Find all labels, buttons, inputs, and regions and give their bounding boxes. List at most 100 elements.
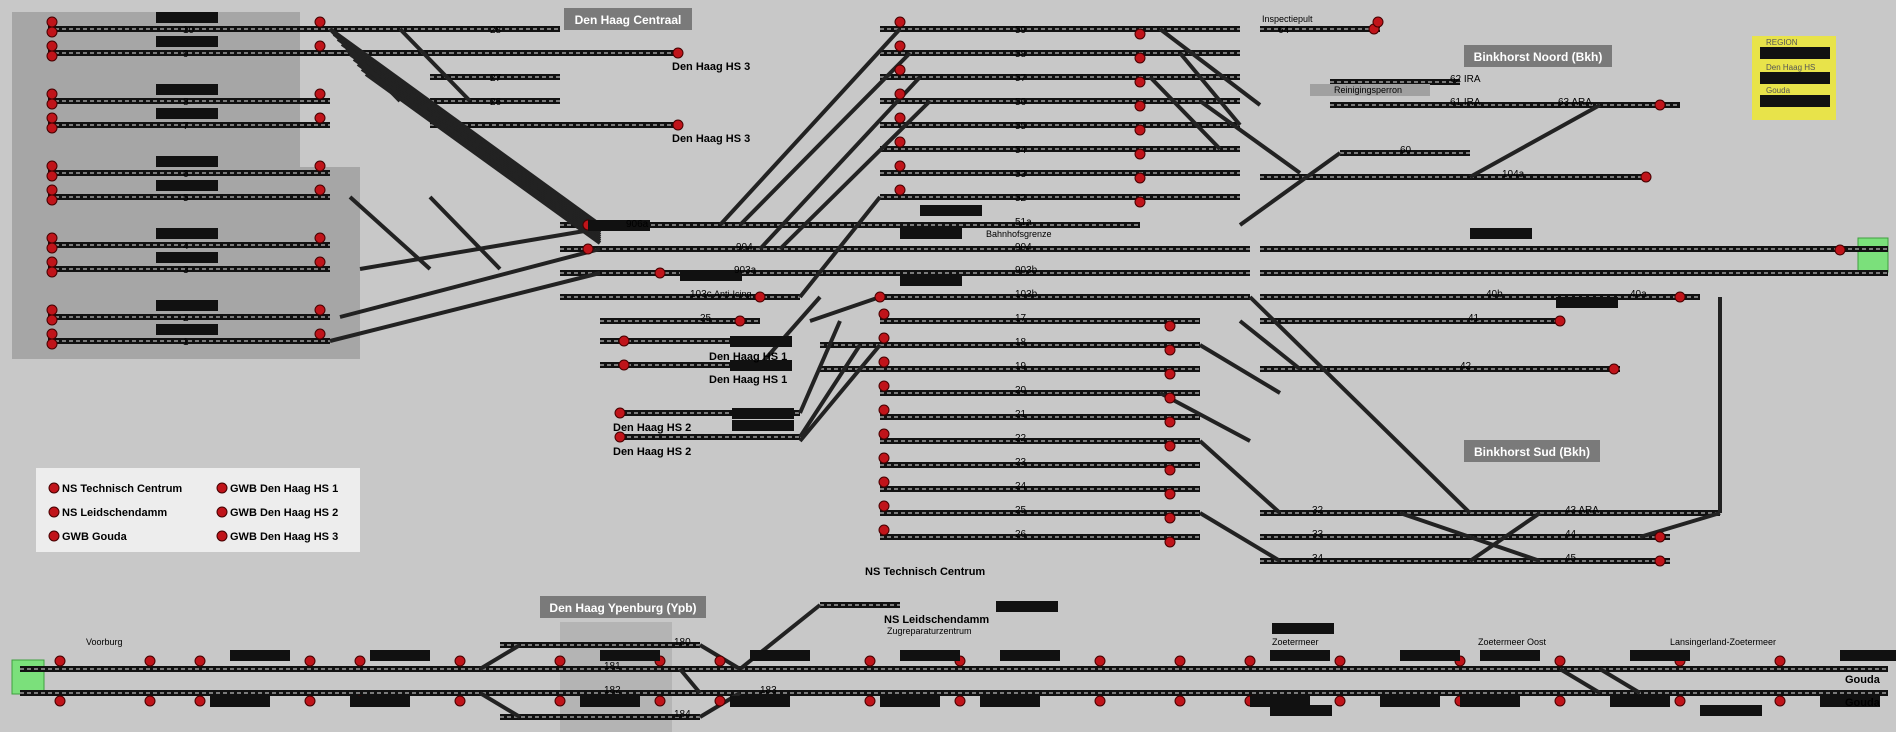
track-number: 32: [1312, 505, 1324, 516]
signal-icon: [454, 655, 466, 667]
place-label: Inspectiepult: [1262, 14, 1313, 24]
switch-diagonal: [1469, 535, 1541, 563]
train-number-display: [156, 228, 218, 239]
switch-diagonal: [339, 247, 601, 319]
display-layer: [156, 12, 1896, 716]
train-number-display: [156, 12, 218, 23]
signal-icon: [314, 184, 326, 196]
switch-diagonal: [328, 27, 402, 103]
track-number: 61 IRA: [1450, 97, 1481, 108]
track-number: 5: [183, 193, 189, 204]
train-number-display: [1270, 650, 1330, 661]
signal-icon: [1134, 76, 1146, 88]
switch-diagonal: [478, 643, 522, 671]
legend-item: NS Leidschendamm: [62, 507, 167, 519]
switch-diagonal: [364, 72, 602, 245]
signal-icon: [878, 380, 890, 392]
switch-diagonal: [1469, 103, 1601, 179]
switch-diagonal: [798, 195, 882, 299]
train-number-display: [920, 205, 982, 216]
track-number: 1: [183, 337, 189, 348]
switch-diagonal: [1468, 511, 1542, 563]
switch-diagonal: [1198, 511, 1282, 563]
signal-icon: [1164, 536, 1176, 548]
track-number: 8: [183, 97, 189, 108]
signal-icon: [1244, 655, 1256, 667]
switch-diagonal: [1598, 667, 1642, 695]
track-number: 45: [1565, 553, 1577, 564]
signal-icon: [194, 695, 206, 707]
signal-icon: [314, 328, 326, 340]
switch-diagonal: [1148, 75, 1222, 151]
track-number: 57: [1015, 73, 1027, 84]
signal-icon: [954, 695, 966, 707]
signal-icon: [48, 482, 60, 494]
signal-icon: [1164, 320, 1176, 332]
region-panel[interactable]: REGION Den Haag HS Gouda: [1752, 36, 1836, 120]
legend-item: GWB Den Haag HS 3: [230, 531, 338, 543]
signal-icon: [878, 308, 890, 320]
switch-diagonal: [1159, 391, 1251, 443]
switch-diagonal: [1198, 343, 1282, 395]
place-label: Den Haag HS 2: [613, 446, 691, 458]
signal-icon: [654, 267, 666, 279]
signal-icon: [714, 655, 726, 667]
train-number-display: [600, 650, 660, 661]
train-number-display: [156, 108, 218, 119]
signal-icon: [618, 335, 630, 347]
train-number-display: [1380, 696, 1440, 707]
track-number: 3: [183, 265, 189, 276]
signal-icon: [1654, 555, 1666, 567]
train-number-display: [156, 156, 218, 167]
train-number-display: [588, 220, 650, 231]
track-number: 40b: [1486, 289, 1503, 300]
signal-icon: [46, 160, 58, 172]
signal-icon: [1134, 100, 1146, 112]
switch-diagonal: [1178, 51, 1242, 127]
signal-icon: [654, 695, 666, 707]
signal-icon: [314, 16, 326, 28]
train-number-display: [730, 336, 792, 347]
legend-item: GWB Den Haag HS 2: [230, 507, 338, 519]
train-number-display: [1272, 623, 1334, 634]
place-label: Zoetermeer: [1272, 637, 1319, 647]
signal-icon: [554, 695, 566, 707]
track-number: 25: [700, 313, 712, 324]
signal-icon: [878, 356, 890, 368]
switch-diagonal: [359, 223, 621, 271]
track-number: 103b: [1015, 289, 1038, 300]
signal-icon: [314, 112, 326, 124]
place-label: Zugreparaturzentrum: [887, 626, 972, 636]
right-track-numbers: 59 58 57 56 55 54 53 52 51a 904 903b 103…: [1015, 25, 1038, 540]
signal-icon: [1164, 440, 1176, 452]
train-number-display: [730, 696, 790, 707]
signal-icon: [1094, 695, 1106, 707]
signal-icon: [1640, 171, 1652, 183]
signal-icon: [894, 184, 906, 196]
region-display[interactable]: [1760, 72, 1830, 84]
train-number-display: [1840, 650, 1896, 661]
signal-icon: [1164, 344, 1176, 356]
signal-icon: [314, 232, 326, 244]
track-number: 19: [1015, 361, 1027, 372]
signal-icon: [46, 16, 58, 28]
signal-icon: [554, 655, 566, 667]
station-header-binkhorst-noord: Binkhorst Noord (Bkh): [1464, 45, 1612, 67]
region-display[interactable]: [1760, 47, 1830, 59]
track-number: 56: [1015, 97, 1027, 108]
track-number: 7: [183, 121, 189, 132]
place-label: Zoetermeer Oost: [1478, 637, 1547, 647]
signal-icon: [1774, 695, 1786, 707]
track-number: 17: [1015, 313, 1027, 324]
region-display[interactable]: [1760, 95, 1830, 107]
reiniging-area: [1310, 84, 1430, 96]
station-title: Den Haag Ypenburg (Ypb): [549, 601, 696, 615]
train-number-display: [156, 84, 218, 95]
train-number-display: [900, 228, 962, 239]
track-number: 62 IRA: [1450, 74, 1481, 85]
signal-icon: [672, 47, 684, 59]
station-header-binkhorst-sud: Binkhorst Sud (Bkh): [1464, 440, 1600, 462]
signal-icon: [46, 170, 58, 182]
train-number-display: [750, 650, 810, 661]
signal-icon: [46, 98, 58, 110]
